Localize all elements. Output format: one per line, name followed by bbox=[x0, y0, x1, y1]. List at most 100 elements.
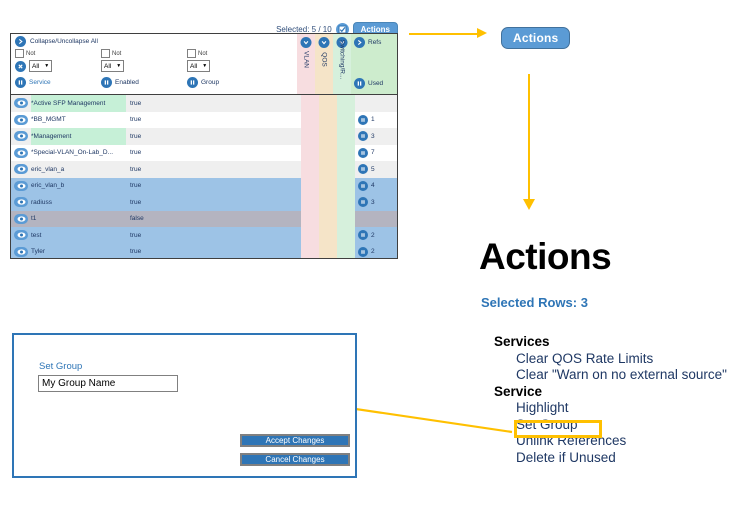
row-eye-cell[interactable] bbox=[11, 211, 31, 228]
row-cell-vlan[interactable] bbox=[301, 128, 319, 145]
row-cell-qos[interactable] bbox=[319, 111, 337, 128]
row-cell-vlan[interactable] bbox=[301, 161, 319, 178]
row-refs-cell[interactable]: 1 bbox=[355, 112, 397, 129]
menu-item-clear-qos-rate-limits[interactable]: Clear QOS Rate Limits bbox=[516, 350, 654, 366]
row-cell-vlan[interactable] bbox=[301, 194, 319, 211]
row-cell-switching[interactable] bbox=[337, 128, 355, 145]
row-eye-cell[interactable] bbox=[11, 112, 31, 129]
row-cell-switching[interactable] bbox=[337, 227, 355, 244]
clear-filter-icon[interactable] bbox=[15, 60, 26, 72]
pause-icon[interactable] bbox=[358, 147, 368, 158]
checkbox-select-icon[interactable] bbox=[335, 23, 349, 36]
row-cell-qos[interactable] bbox=[319, 243, 337, 258]
refs-header-row[interactable]: Refs bbox=[354, 37, 381, 48]
row-cell-vlan[interactable] bbox=[301, 227, 319, 244]
row-cell-vlan[interactable] bbox=[301, 210, 319, 227]
not-checkbox-row[interactable]: Not bbox=[15, 48, 101, 59]
service-filter-select[interactable]: All ▼ bbox=[29, 60, 53, 72]
row-refs-cell[interactable]: 3 bbox=[355, 194, 397, 211]
row-cell-qos[interactable] bbox=[319, 95, 337, 112]
not-checkbox-row[interactable]: Not bbox=[187, 48, 273, 59]
pause-icon[interactable] bbox=[358, 114, 368, 125]
eye-icon[interactable] bbox=[14, 147, 28, 158]
row-cell-qos[interactable] bbox=[319, 177, 337, 194]
not-checkbox[interactable] bbox=[101, 49, 110, 58]
eye-icon[interactable] bbox=[14, 230, 28, 241]
row-refs-cell[interactable]: 5 bbox=[355, 161, 397, 178]
eye-icon[interactable] bbox=[14, 197, 28, 208]
column-header-refs[interactable]: Refs Used bbox=[351, 34, 397, 94]
eye-icon[interactable] bbox=[14, 98, 28, 109]
row-cell-switching[interactable] bbox=[337, 95, 355, 112]
eye-icon[interactable] bbox=[14, 246, 28, 257]
pause-icon[interactable] bbox=[358, 164, 368, 175]
row-cell-qos[interactable] bbox=[319, 210, 337, 227]
column-header-group[interactable]: Group bbox=[187, 75, 273, 89]
row-refs-cell[interactable]: 2 bbox=[355, 244, 397, 259]
row-cell-vlan[interactable] bbox=[301, 243, 319, 258]
eye-icon[interactable] bbox=[14, 213, 28, 224]
row-eye-cell[interactable] bbox=[11, 145, 31, 162]
row-eye-cell[interactable] bbox=[11, 227, 31, 244]
chevron-right-icon[interactable] bbox=[15, 35, 26, 47]
row-cell-qos[interactable] bbox=[319, 128, 337, 145]
enabled-filter-select[interactable]: All ▼ bbox=[101, 60, 125, 72]
group-name-input[interactable]: My Group Name bbox=[38, 375, 178, 392]
column-header-service[interactable]: Service bbox=[15, 75, 101, 89]
column-header-qos[interactable]: QOS bbox=[315, 34, 333, 94]
row-cell-qos[interactable] bbox=[319, 161, 337, 178]
group-filter-select[interactable]: All ▼ bbox=[187, 60, 211, 72]
chevron-down-icon[interactable] bbox=[336, 37, 348, 48]
pause-icon[interactable] bbox=[358, 230, 368, 241]
row-refs-cell[interactable]: 2 bbox=[355, 227, 397, 244]
row-cell-switching[interactable] bbox=[337, 210, 355, 227]
row-cell-vlan[interactable] bbox=[301, 144, 319, 161]
row-cell-qos[interactable] bbox=[319, 194, 337, 211]
not-checkbox[interactable] bbox=[187, 49, 196, 58]
row-cell-qos[interactable] bbox=[319, 227, 337, 244]
not-checkbox-row[interactable]: Not bbox=[101, 48, 187, 59]
filter-select-row[interactable]: All ▼ bbox=[187, 59, 273, 73]
row-cell-vlan[interactable] bbox=[301, 111, 319, 128]
row-cell-switching[interactable] bbox=[337, 177, 355, 194]
pause-icon[interactable] bbox=[187, 76, 198, 88]
pause-icon[interactable] bbox=[358, 246, 368, 257]
pause-icon[interactable] bbox=[358, 180, 368, 191]
pause-icon[interactable] bbox=[101, 76, 112, 88]
filter-select-row[interactable]: All ▼ bbox=[101, 59, 187, 73]
pause-icon[interactable] bbox=[358, 197, 368, 208]
row-eye-cell[interactable] bbox=[11, 244, 31, 259]
row-cell-switching[interactable] bbox=[337, 111, 355, 128]
column-header-enabled[interactable]: Enabled bbox=[101, 75, 187, 89]
eye-icon[interactable] bbox=[14, 164, 28, 175]
row-refs-cell[interactable]: 4 bbox=[355, 178, 397, 195]
row-eye-cell[interactable] bbox=[11, 178, 31, 195]
cancel-changes-button[interactable]: Cancel Changes bbox=[240, 453, 350, 466]
used-header-row[interactable]: Used bbox=[354, 78, 383, 89]
row-cell-switching[interactable] bbox=[337, 161, 355, 178]
column-header-switching[interactable]: Switching/R... bbox=[333, 34, 351, 94]
row-eye-cell[interactable] bbox=[11, 128, 31, 145]
eye-icon[interactable] bbox=[14, 114, 28, 125]
row-refs-cell[interactable] bbox=[355, 95, 397, 112]
row-cell-qos[interactable] bbox=[319, 144, 337, 161]
chevron-right-icon[interactable] bbox=[354, 37, 365, 48]
accept-changes-button[interactable]: Accept Changes bbox=[240, 434, 350, 447]
row-cell-vlan[interactable] bbox=[301, 177, 319, 194]
menu-item-highlight[interactable]: Highlight bbox=[516, 400, 569, 415]
eye-icon[interactable] bbox=[14, 131, 28, 142]
row-refs-cell[interactable] bbox=[355, 211, 397, 228]
menu-item-delete-if-unused[interactable]: Delete if Unused bbox=[516, 449, 616, 465]
chevron-down-icon[interactable] bbox=[318, 37, 330, 48]
chevron-down-icon[interactable] bbox=[300, 37, 312, 48]
